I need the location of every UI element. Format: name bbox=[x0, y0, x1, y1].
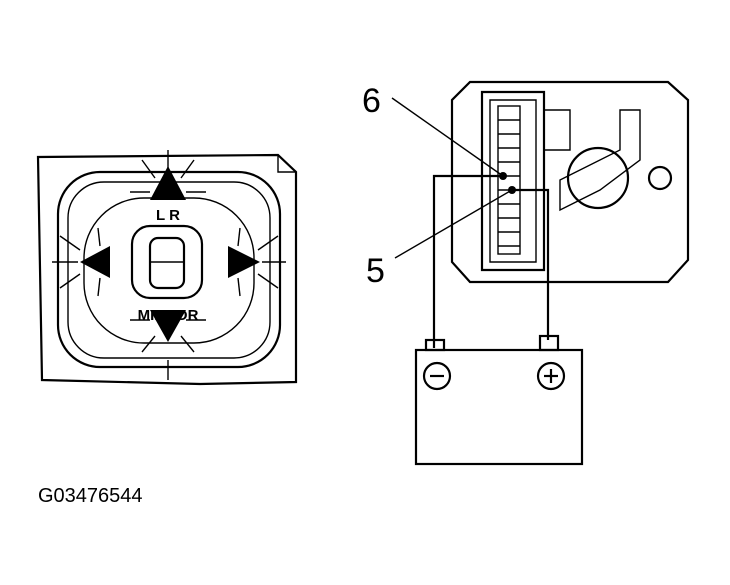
figure-id: G03476544 bbox=[38, 485, 143, 507]
terminal-block-outer bbox=[480, 90, 546, 272]
arrow-down-icon bbox=[150, 310, 186, 342]
callout-5: 5 bbox=[366, 252, 385, 290]
negative-lead-wire bbox=[432, 174, 503, 348]
callout-5-leader bbox=[394, 189, 513, 259]
arrow-up-icon bbox=[150, 166, 186, 200]
arrow-left-icon bbox=[80, 246, 110, 278]
mirror-switch: L R MIRROR bbox=[36, 150, 298, 386]
press-burst-left bbox=[52, 227, 101, 297]
switch-lr-label: L R bbox=[156, 207, 180, 224]
switch-housing-corner bbox=[277, 155, 296, 173]
connector-boss bbox=[566, 146, 630, 210]
positive-lead-wire bbox=[512, 188, 550, 340]
terminal-block-inner bbox=[489, 99, 537, 263]
battery bbox=[414, 334, 584, 466]
selector-knob[interactable] bbox=[148, 236, 186, 290]
battery-negative-post bbox=[424, 338, 446, 352]
connector-rib bbox=[559, 109, 641, 212]
mounting-hole-icon bbox=[647, 165, 673, 191]
selector-base bbox=[130, 224, 204, 300]
battery-negative-icon bbox=[422, 361, 452, 391]
callout-6: 6 bbox=[362, 82, 381, 120]
arrow-right-icon bbox=[228, 246, 260, 278]
press-burst-top bbox=[130, 150, 206, 193]
connector-housing bbox=[450, 80, 690, 284]
switch-connector bbox=[450, 80, 690, 284]
battery-positive-icon bbox=[536, 361, 566, 391]
switch-mirror-label: MIRROR bbox=[138, 307, 199, 324]
terminal-pins bbox=[498, 119, 520, 247]
battery-body bbox=[414, 348, 584, 466]
press-burst-right bbox=[237, 227, 286, 297]
terminal-strip bbox=[497, 105, 521, 255]
press-burst-bottom bbox=[130, 319, 206, 380]
battery-positive-post bbox=[538, 334, 560, 352]
connector-latch bbox=[544, 109, 571, 151]
callout-6-leader bbox=[391, 97, 504, 177]
